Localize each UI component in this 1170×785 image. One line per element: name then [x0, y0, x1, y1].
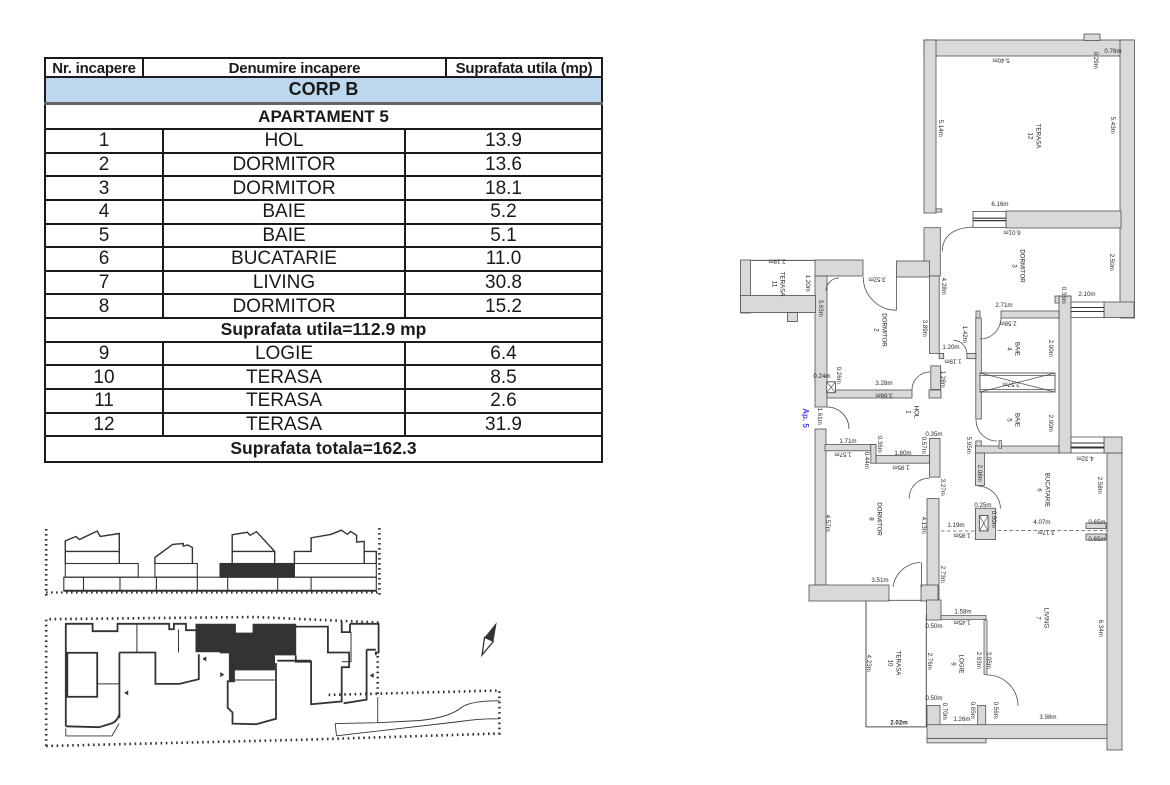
- svg-text:6.01m: 6.01m: [1003, 228, 1020, 235]
- svg-text:2.71m: 2.71m: [995, 302, 1012, 309]
- svg-text:7: 7: [1035, 616, 1042, 620]
- svg-text:11: 11: [771, 281, 778, 288]
- svg-text:DORMITOR: DORMITOR: [876, 502, 883, 536]
- svg-text:1.45m: 1.45m: [953, 618, 970, 625]
- svg-text:1.58m: 1.58m: [954, 609, 971, 616]
- svg-text:5.95m: 5.95m: [965, 437, 972, 454]
- svg-text:2: 2: [873, 328, 880, 332]
- svg-text:6: 6: [1036, 488, 1043, 492]
- svg-text:0.65m: 0.65m: [969, 702, 976, 719]
- svg-text:3.89m: 3.89m: [921, 320, 928, 337]
- svg-text:3.05m: 3.05m: [985, 652, 992, 669]
- svg-text:1.42m: 1.42m: [961, 326, 968, 343]
- svg-text:12: 12: [1027, 133, 1034, 140]
- svg-text:2.10m: 2.10m: [1078, 291, 1095, 298]
- svg-text:5: 5: [1006, 418, 1013, 422]
- svg-text:2.50m: 2.50m: [1108, 254, 1115, 271]
- svg-text:0.50m: 0.50m: [990, 511, 997, 528]
- svg-text:2.76m: 2.76m: [926, 653, 933, 670]
- svg-text:3.27m: 3.27m: [939, 479, 946, 496]
- svg-text:4: 4: [1006, 347, 1013, 351]
- svg-text:DORMITOR: DORMITOR: [1019, 249, 1026, 283]
- svg-text:0.44m: 0.44m: [863, 452, 870, 469]
- svg-text:1.57m: 1.57m: [834, 450, 851, 457]
- svg-text:1.20m: 1.20m: [804, 275, 811, 292]
- svg-text:1.28m: 1.28m: [939, 371, 946, 388]
- svg-text:3.98m: 3.98m: [1039, 714, 1056, 721]
- svg-text:0.25m: 0.25m: [974, 502, 991, 509]
- svg-text:1.19m: 1.19m: [944, 357, 961, 364]
- svg-text:3.66m: 3.66m: [875, 391, 892, 398]
- svg-text:1.95m: 1.95m: [892, 463, 909, 470]
- svg-text:1.61m: 1.61m: [816, 408, 823, 425]
- svg-text:10: 10: [887, 660, 894, 667]
- svg-text:1.19m: 1.19m: [947, 522, 964, 529]
- svg-text:1.26m: 1.26m: [953, 716, 970, 723]
- svg-text:TERASA: TERASA: [779, 272, 786, 298]
- svg-text:BAIE: BAIE: [1014, 342, 1021, 356]
- svg-text:2.73m: 2.73m: [939, 566, 946, 583]
- svg-text:4.07m: 4.07m: [1033, 519, 1050, 526]
- svg-text:TERASA: TERASA: [895, 651, 902, 677]
- svg-text:2.00m: 2.00m: [1047, 340, 1054, 357]
- svg-text:2.00m: 2.00m: [1047, 415, 1054, 432]
- svg-text:3.63m: 3.63m: [817, 300, 824, 317]
- svg-text:LOGIE: LOGIE: [958, 655, 965, 674]
- svg-text:5.14m: 5.14m: [937, 120, 944, 137]
- svg-text:1.71m: 1.71m: [839, 438, 856, 445]
- svg-text:1.80m: 1.80m: [894, 450, 911, 457]
- svg-text:9: 9: [950, 662, 957, 666]
- svg-text:4.13m: 4.13m: [920, 517, 927, 534]
- svg-text:6.34m: 6.34m: [1097, 620, 1104, 637]
- svg-text:0.57m: 0.57m: [920, 437, 927, 454]
- svg-text:5.43m: 5.43m: [1109, 117, 1116, 134]
- svg-text:5.40m: 5.40m: [992, 56, 1009, 63]
- svg-text:8: 8: [868, 517, 875, 521]
- svg-text:0.26m: 0.26m: [835, 367, 842, 384]
- svg-text:0.76m: 0.76m: [1104, 48, 1121, 55]
- svg-text:2.93m: 2.93m: [975, 652, 982, 669]
- svg-text:4.57m: 4.57m: [824, 515, 831, 532]
- svg-text:0.50m: 0.50m: [925, 623, 942, 630]
- svg-text:0.65m: 0.65m: [1088, 519, 1105, 526]
- svg-text:TERASA: TERASA: [1035, 124, 1042, 150]
- svg-text:3.51m: 3.51m: [871, 577, 888, 584]
- svg-text:4.32m: 4.32m: [1076, 454, 1093, 461]
- svg-text:2.18m: 2.18m: [768, 257, 785, 264]
- svg-text:0.29m: 0.29m: [1092, 52, 1099, 69]
- svg-text:3.28m: 3.28m: [875, 380, 892, 387]
- svg-text:BUCATARIE: BUCATARIE: [1044, 473, 1051, 508]
- svg-text:0.56m: 0.56m: [992, 702, 999, 719]
- svg-text:0.50m: 0.50m: [925, 695, 942, 702]
- svg-text:6.16m: 6.16m: [991, 201, 1008, 208]
- svg-text:3.52m: 3.52m: [868, 275, 885, 282]
- svg-text:0.70m: 0.70m: [941, 703, 948, 720]
- svg-text:0.35m: 0.35m: [925, 431, 942, 438]
- svg-text:0.36m: 0.36m: [876, 436, 883, 453]
- svg-text:LIVING: LIVING: [1043, 608, 1050, 628]
- svg-text:BAIE: BAIE: [1014, 413, 1021, 427]
- svg-text:2.08m: 2.08m: [976, 465, 983, 482]
- svg-text:0.36m: 0.36m: [1060, 287, 1067, 304]
- svg-text:2.57m: 2.57m: [1002, 380, 1019, 387]
- svg-text:3: 3: [1011, 264, 1018, 268]
- svg-text:3.17m: 3.17m: [1037, 528, 1054, 535]
- svg-text:0.65m: 0.65m: [1088, 536, 1105, 543]
- svg-text:1: 1: [905, 410, 912, 414]
- svg-text:0.24m: 0.24m: [813, 373, 830, 380]
- svg-text:4.23m: 4.23m: [865, 655, 872, 672]
- svg-text:DORMITOR: DORMITOR: [881, 313, 888, 347]
- svg-text:2.58m: 2.58m: [1096, 477, 1103, 494]
- svg-text:Ap. 5: Ap. 5: [801, 408, 810, 428]
- svg-text:2.58m: 2.58m: [999, 319, 1016, 326]
- svg-text:HOL: HOL: [913, 406, 920, 419]
- svg-text:1.20m: 1.20m: [942, 344, 959, 351]
- svg-text:1.95m: 1.95m: [953, 531, 970, 538]
- svg-text:2.02m: 2.02m: [890, 720, 908, 727]
- svg-text:4.28m: 4.28m: [940, 278, 947, 295]
